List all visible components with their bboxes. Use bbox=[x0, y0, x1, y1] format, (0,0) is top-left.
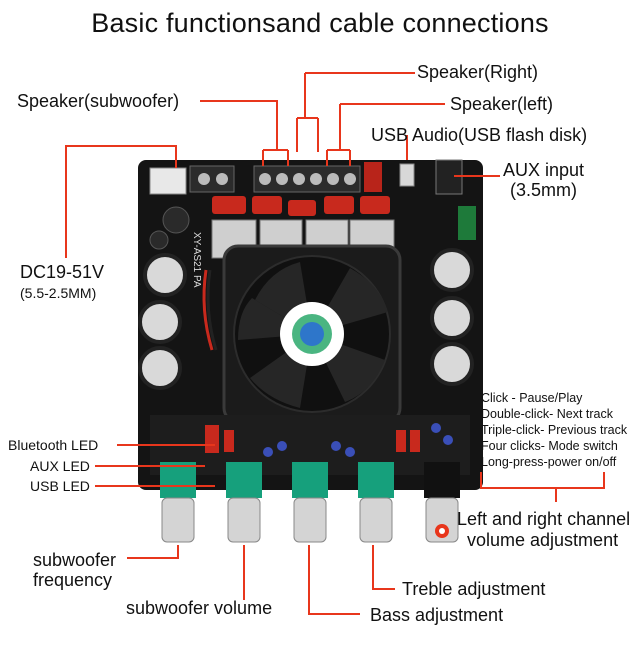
electrolytic-capacitors bbox=[138, 206, 474, 390]
bluetooth-module bbox=[458, 206, 476, 240]
speaker-terminals bbox=[253, 165, 361, 193]
board-marking: XY-AS21 PA bbox=[191, 232, 202, 288]
potentiometer-subwoofer-frequency bbox=[160, 462, 196, 543]
label-subwoofer-frequency-2: frequency bbox=[33, 570, 113, 590]
cooling-fan bbox=[222, 244, 402, 424]
label-usb-audio: USB Audio(USB flash disk) bbox=[371, 125, 588, 145]
diagram-title: Basic functionsand cable connections bbox=[91, 8, 549, 38]
label-bluetooth-led: Bluetooth LED bbox=[8, 437, 99, 453]
label-treble-adjustment: Treble adjustment bbox=[402, 579, 546, 599]
button-function-item: Long-press-power on/off bbox=[481, 455, 617, 469]
label-aux-led: AUX LED bbox=[30, 458, 90, 474]
label-volume-1: Left and right channel bbox=[457, 509, 631, 529]
button-function-item: Click - Pause/Play bbox=[481, 391, 583, 405]
potentiometer-bass bbox=[292, 462, 328, 543]
button-function-item: Double-click- Next track bbox=[481, 407, 613, 421]
label-bass-adjustment: Bass adjustment bbox=[370, 605, 504, 625]
button-function-item: Four clicks- Mode switch bbox=[481, 439, 618, 453]
leader-lines bbox=[65, 72, 605, 615]
label-usb-led: USB LED bbox=[30, 478, 90, 494]
fuse bbox=[364, 162, 382, 192]
label-subwoofer-frequency-1: subwoofer bbox=[33, 550, 117, 570]
potentiometer-master-volume bbox=[424, 462, 460, 543]
label-speaker-subwoofer: Speaker(subwoofer) bbox=[17, 91, 180, 111]
usb-port bbox=[399, 163, 415, 187]
button-functions-list: Click - Pause/Play Double-click- Next tr… bbox=[481, 390, 627, 470]
film-capacitors bbox=[212, 196, 390, 216]
label-subwoofer-volume: subwoofer volume bbox=[126, 598, 273, 618]
label-speaker-right: Speaker(Right) bbox=[417, 62, 539, 82]
label-dc-power: DC19-51V bbox=[20, 262, 105, 282]
potentiometer-subwoofer-volume bbox=[226, 462, 262, 543]
label-dc-plug: (5.5-2.5MM) bbox=[20, 285, 97, 301]
label-aux-input-size: (3.5mm) bbox=[510, 180, 577, 200]
label-volume-2: volume adjustment bbox=[467, 530, 619, 550]
label-speaker-left: Speaker(left) bbox=[450, 94, 554, 114]
power-terminal bbox=[149, 165, 235, 195]
label-aux-input: AUX input bbox=[503, 160, 585, 180]
potentiometer-treble bbox=[358, 462, 394, 543]
button-function-item: Triple-click- Previous track bbox=[481, 423, 628, 437]
